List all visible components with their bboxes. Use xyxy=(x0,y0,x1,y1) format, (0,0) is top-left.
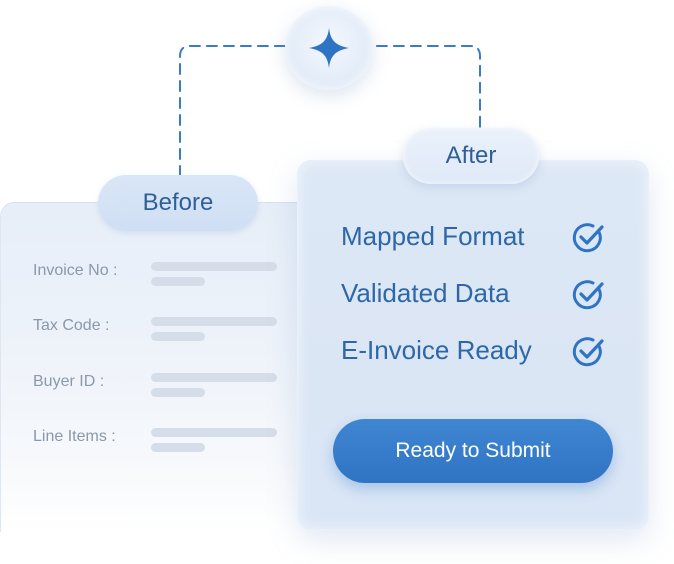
check-item-mapped-format: Mapped Format xyxy=(341,219,611,255)
sparkle-icon xyxy=(309,28,349,68)
before-title-pill: Before xyxy=(98,175,258,231)
placeholder-bar xyxy=(151,262,277,271)
before-card xyxy=(0,202,312,532)
check-circle-icon xyxy=(572,280,604,310)
placeholder-bar xyxy=(151,332,205,341)
after-title: After xyxy=(445,142,497,169)
field-label: Buyer ID : xyxy=(33,373,105,390)
field-row-tax-code: Tax Code : xyxy=(33,317,283,347)
placeholder-bar xyxy=(151,428,277,437)
field-label: Line Items : xyxy=(33,428,116,445)
field-row-invoice-no: Invoice No : xyxy=(33,262,283,292)
field-label: Tax Code : xyxy=(33,317,110,334)
check-item-label: Mapped Format xyxy=(341,221,525,251)
check-item-label: E-Invoice Ready xyxy=(341,335,532,365)
before-title: Before xyxy=(142,189,214,216)
check-item-validated-data: Validated Data xyxy=(341,276,611,312)
check-circle-icon xyxy=(572,223,604,253)
placeholder-bar xyxy=(151,373,277,382)
sparkle-orb xyxy=(285,6,373,90)
field-label: Invoice No : xyxy=(33,262,118,279)
check-item-e-invoice-ready: E-Invoice Ready xyxy=(341,333,611,369)
check-item-label: Validated Data xyxy=(341,278,510,308)
placeholder-bar xyxy=(151,277,205,286)
check-circle-icon xyxy=(572,337,604,367)
ready-to-submit-button[interactable]: Ready to Submit xyxy=(333,419,613,483)
field-row-buyer-id: Buyer ID : xyxy=(33,373,283,403)
placeholder-bar xyxy=(151,388,205,397)
placeholder-bar xyxy=(151,317,277,326)
after-title-pill: After xyxy=(403,128,539,184)
placeholder-bar xyxy=(151,443,205,452)
field-row-line-items: Line Items : xyxy=(33,428,283,458)
